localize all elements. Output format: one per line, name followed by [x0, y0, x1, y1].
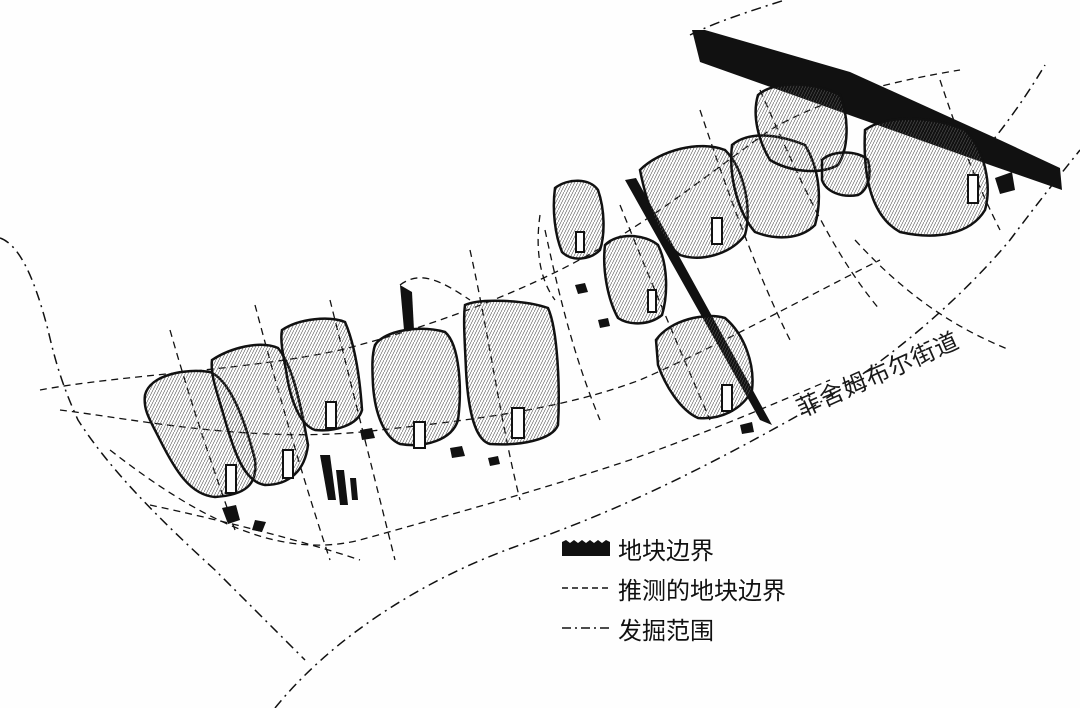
doorways	[225, 174, 979, 494]
legend-item-plot-boundary: 地块边界	[560, 528, 786, 568]
excavation-boundary	[0, 237, 306, 661]
dash-dot-line-icon	[560, 618, 612, 638]
minor-features	[222, 172, 1015, 532]
legend-label: 地块边界	[618, 536, 714, 565]
building	[462, 299, 560, 446]
excavation-boundary-east	[984, 64, 1046, 151]
building	[654, 314, 754, 420]
legend-label: 发掘范围	[618, 616, 714, 645]
plot-boundary-icon	[560, 538, 612, 558]
legend: 地块边界 推测的地块边界 发掘范围	[560, 528, 786, 648]
legend-item-inferred-boundary: 推测的地块边界	[560, 568, 786, 608]
excavation-boundary-upper	[689, 0, 786, 36]
building	[371, 327, 462, 447]
legend-item-excavation-extent: 发掘范围	[560, 608, 786, 648]
building	[280, 317, 364, 432]
building	[820, 151, 871, 197]
buildings	[143, 83, 989, 499]
dashed-line-icon	[560, 578, 612, 598]
legend-label: 推测的地块边界	[618, 576, 786, 605]
excavation-boundary-lower	[274, 149, 1080, 708]
building	[863, 117, 989, 237]
building	[552, 179, 605, 260]
